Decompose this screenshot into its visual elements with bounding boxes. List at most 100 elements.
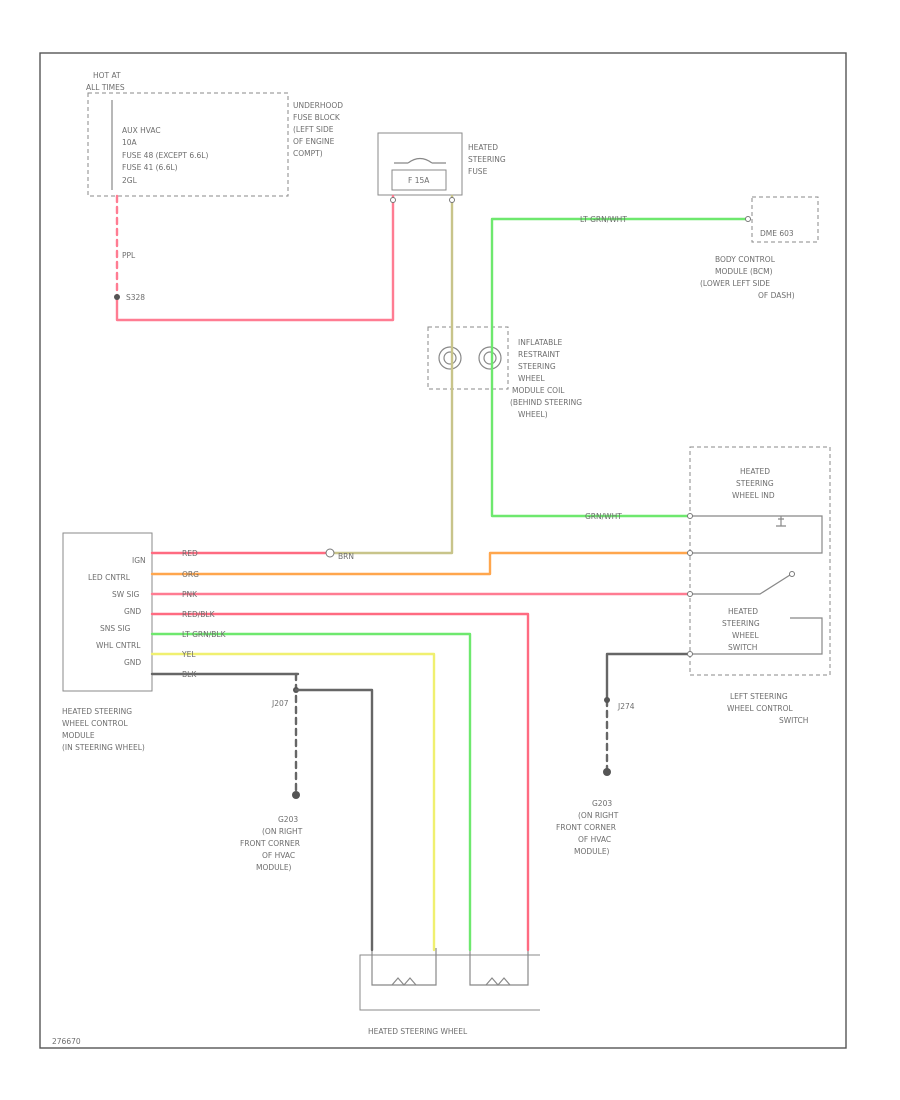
connector-pin — [687, 513, 693, 519]
switch-contact-point — [789, 571, 795, 577]
ground-left-label-2: (ON RIGHT — [262, 827, 303, 836]
fuse-15a-box — [391, 169, 447, 191]
hsw-ind-label-2: STEERING — [736, 479, 774, 488]
wire-label-redblk: RED/BLK — [182, 610, 216, 619]
connector-pin — [449, 197, 455, 203]
hsw-sw-label-1: HEATED — [728, 607, 758, 616]
connector-pin — [687, 651, 693, 657]
fuse-2gl-label: 2GL — [122, 176, 138, 185]
hsw-ind-label-3: WHEEL IND — [732, 491, 775, 500]
wire-label-grnwht: GRN/WHT — [585, 512, 622, 521]
heated-steering-wheel-label: HEATED STEERING WHEEL — [368, 1027, 468, 1036]
wire-green-bcm — [490, 217, 750, 518]
ground-right-dot — [603, 768, 611, 776]
irs-label-2: RESTRAINT — [518, 350, 560, 359]
corner-id: 276670 — [52, 1037, 81, 1046]
heater-coil-left — [391, 977, 417, 986]
switch-contact — [690, 574, 791, 595]
all-times-label: ALL TIMES — [86, 83, 125, 92]
bcm-connector-label: DME 603 — [760, 229, 794, 238]
hs-fuse-label-1: HEATED — [468, 143, 498, 152]
splice-dot — [114, 294, 120, 300]
ground-left-label-5: MODULE) — [256, 863, 292, 872]
wire-black-heater — [294, 688, 374, 952]
hot-at-label: HOT AT — [93, 71, 121, 80]
module-label-1: HEATED STEERING — [62, 707, 132, 716]
wire-black-switch-ground — [605, 652, 692, 702]
indicator-circuit — [690, 515, 823, 554]
module-pin-led: LED CNTRL — [88, 573, 131, 582]
coil-circle-left — [438, 346, 462, 370]
hsw-sw-label-4: SWITCH — [728, 643, 757, 652]
ground-right-label-1: G203 — [592, 799, 612, 808]
irs-label-3: STEERING — [518, 362, 556, 371]
splice-label: S328 — [126, 293, 145, 302]
ground-right-label-5: MODULE) — [574, 847, 610, 856]
module-label-4: (IN STEERING WHEEL) — [62, 743, 145, 752]
heater-coil-right — [485, 977, 511, 986]
irs-label-7: WHEEL) — [518, 410, 548, 419]
irs-label-1: INFLATABLE — [518, 338, 562, 347]
wire-label-red: RED — [182, 549, 198, 558]
connector-pin — [687, 550, 693, 556]
hsw-ind-label-1: HEATED — [740, 467, 770, 476]
heater-element-right — [469, 948, 529, 986]
left-steering-wheel-control-switch-box — [689, 446, 831, 676]
underhood-fuse-block — [87, 92, 289, 197]
bcm-label-3: (LOWER LEFT SIDE — [700, 279, 770, 288]
heated-steering-wheel-control-module — [62, 532, 153, 692]
wire-label-pnk: PNK — [182, 590, 198, 599]
inflatable-restraint-coil-box — [427, 326, 509, 390]
module-pin-snsr: SNS SIG — [100, 624, 130, 633]
fuse-41-label: FUSE 41 (6.6L) — [122, 163, 178, 172]
heated-steering-fuse-box — [377, 132, 463, 196]
wire-label-yel: YEL — [181, 650, 196, 659]
wire-yellow-whl — [150, 652, 436, 952]
right-splice-dot — [604, 697, 610, 703]
ground-left-label-1: G203 — [278, 815, 298, 824]
module-pin-gnd1: GND — [124, 607, 141, 616]
connector-pin — [687, 591, 693, 597]
wire-label-blk: BLK — [182, 670, 197, 679]
heater-element-left — [371, 948, 437, 986]
bcm-connector-box — [751, 196, 819, 243]
irs-label-6: (BEHIND STEERING — [510, 398, 582, 407]
wire-green-sensor — [150, 632, 472, 952]
wire-tan-ign — [333, 194, 454, 555]
irs-label-4: WHEEL — [518, 374, 546, 383]
left-splice-label: J207 — [271, 699, 289, 708]
wire-pink-splice — [115, 194, 395, 322]
coil-circle-left-inner — [443, 351, 457, 365]
module-pin-gnd2: GND — [124, 658, 141, 667]
underhood-label-4: OF ENGINE — [293, 137, 335, 146]
right-splice-label: J274 — [617, 702, 635, 711]
module-pin-sw: SW SIG — [112, 590, 140, 599]
lswc-label-3: SWITCH — [779, 716, 808, 725]
switch-return — [690, 617, 823, 655]
module-label-3: MODULE — [62, 731, 95, 740]
underhood-label-5: COMPT) — [293, 149, 323, 158]
wire-redblk-gnd — [150, 612, 530, 952]
fuse-symbol — [394, 157, 446, 164]
underhood-label-1: UNDERHOOD — [293, 101, 343, 110]
fuse-48-label: FUSE 48 (EXCEPT 6.6L) — [122, 151, 208, 160]
hsw-sw-label-2: STEERING — [722, 619, 760, 628]
hs-fuse-label-3: FUSE — [468, 167, 488, 176]
bcm-label-1: BODY CONTROL — [715, 255, 776, 264]
connector-pin — [745, 216, 751, 222]
underhood-label-2: FUSE BLOCK — [293, 113, 341, 122]
ground-right-label-3: FRONT CORNER — [556, 823, 616, 832]
hsw-sw-label-3: WHEEL — [732, 631, 760, 640]
inline-connector — [325, 548, 335, 558]
hs-fuse-label-2: STEERING — [468, 155, 506, 164]
ground-left-label-4: OF HVAC — [262, 851, 295, 860]
ground-left-label-3: FRONT CORNER — [240, 839, 300, 848]
diagram-frame — [39, 52, 847, 1049]
coil-circle-right-inner — [483, 351, 497, 365]
fuse-aux-label: AUX HVAC — [122, 126, 161, 135]
wire-label-ppl: PPL — [122, 251, 136, 260]
module-label-2: WHEEL CONTROL — [62, 719, 129, 728]
wire-label-ltgrnwht: LT GRN/WHT — [580, 215, 627, 224]
lswc-label-2: WHEEL CONTROL — [727, 704, 794, 713]
